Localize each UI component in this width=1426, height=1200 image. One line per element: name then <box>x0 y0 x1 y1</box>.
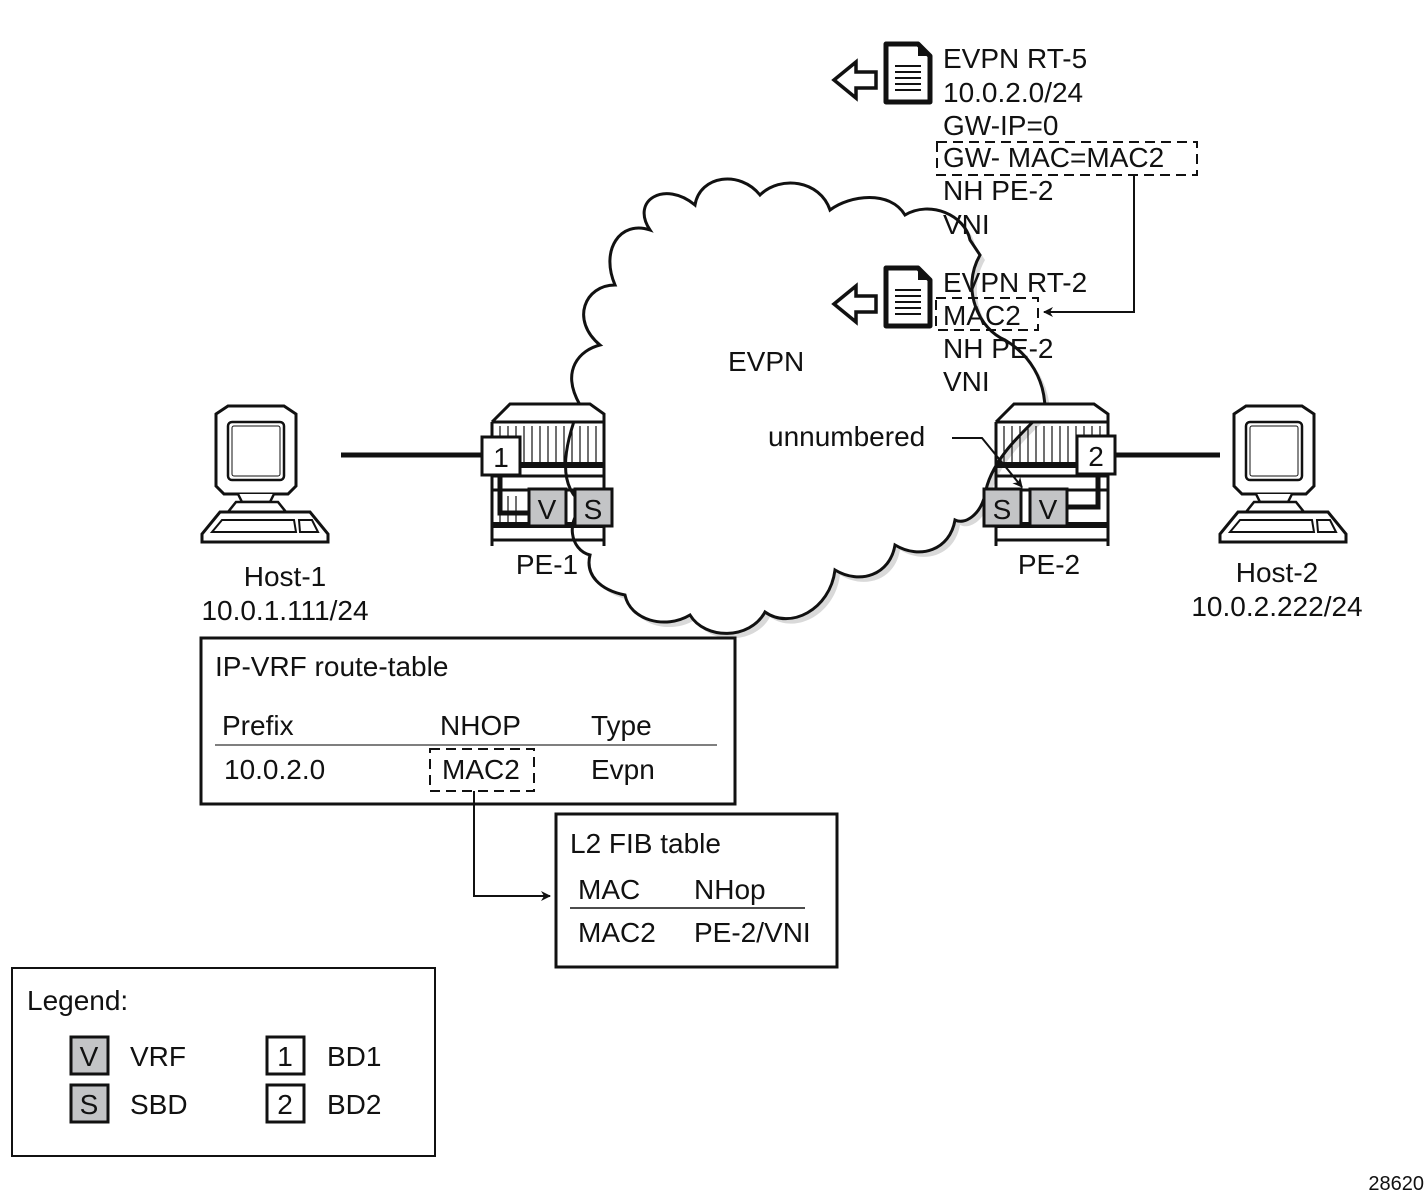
pe2-bd-box: 2 <box>1075 434 1117 476</box>
svg-text:VRF: VRF <box>130 1041 186 1072</box>
table-row: MAC2 PE-2/VNI <box>578 917 811 948</box>
computer-icon <box>1218 404 1348 544</box>
pe1-vrf-box: V <box>527 487 568 528</box>
column-header: Type <box>591 710 652 741</box>
table-row: 10.0.2.0 MAC2 Evpn <box>224 754 655 785</box>
ip-vrf-route-table: IP-VRF route-table Prefix NHOP Type 10.0… <box>199 636 737 806</box>
nhop-lookup-arrow <box>473 791 551 901</box>
legend: Legend: V VRF S SBD 1 BD1 2 BD2 <box>11 967 436 1157</box>
column-header: Prefix <box>222 710 294 741</box>
column-header: NHop <box>694 874 766 905</box>
svg-text:Evpn: Evpn <box>591 754 655 785</box>
legend-item-bd1: 1 BD1 <box>265 1035 381 1076</box>
column-header: NHOP <box>440 710 521 741</box>
rt2-mac: MAC2 <box>943 300 1021 331</box>
svg-text:VNI: VNI <box>943 209 990 240</box>
svg-text:EVPN RT-2: EVPN RT-2 <box>943 267 1087 298</box>
pe1-sbd-box: S <box>573 487 614 528</box>
pe2-internal-link <box>1068 474 1101 510</box>
rt2-route: EVPN RT-2 MAC2 NH PE-2 VNI <box>943 267 1087 397</box>
svg-text:S: S <box>993 494 1012 525</box>
svg-text:PE-2/VNI: PE-2/VNI <box>694 917 811 948</box>
svg-text:2: 2 <box>277 1089 293 1120</box>
svg-text:NH PE-2: NH PE-2 <box>943 333 1053 364</box>
pe2-sbd-box: S <box>982 487 1023 528</box>
unnumbered-label: unnumbered <box>768 421 925 452</box>
svg-text:GW-IP=0: GW-IP=0 <box>943 110 1058 141</box>
svg-text:S: S <box>584 494 603 525</box>
pe1-bd-box: 1 <box>480 435 522 477</box>
svg-text:MAC2: MAC2 <box>442 754 520 785</box>
legend-title: Legend: <box>27 985 128 1016</box>
svg-text:SBD: SBD <box>130 1089 188 1120</box>
figure-id: 28620 <box>1368 1173 1424 1195</box>
host2-ip: 10.0.2.222/24 <box>1191 591 1362 622</box>
rt5-gw-mac: GW- MAC=MAC2 <box>943 142 1164 173</box>
svg-text:10.0.2.0/24: 10.0.2.0/24 <box>943 77 1083 108</box>
svg-text:V: V <box>80 1041 99 1072</box>
host2-name: Host-2 <box>1236 557 1318 588</box>
unnumbered-pointer <box>952 437 1023 488</box>
svg-text:1: 1 <box>493 442 509 473</box>
svg-text:1: 1 <box>277 1041 293 1072</box>
svg-text:MAC2: MAC2 <box>578 917 656 948</box>
svg-text:S: S <box>80 1089 99 1120</box>
svg-text:EVPN RT-5: EVPN RT-5 <box>943 43 1087 74</box>
svg-text:BD2: BD2 <box>327 1089 381 1120</box>
host1-name: Host-1 <box>244 561 326 592</box>
computer-icon <box>200 404 330 544</box>
svg-text:2: 2 <box>1088 441 1104 472</box>
document-icon <box>886 44 930 102</box>
column-header: MAC <box>578 874 640 905</box>
pe2-vrf-box: V <box>1028 487 1069 528</box>
legend-item-sbd: S SBD <box>69 1083 188 1124</box>
legend-item-bd2: 2 BD2 <box>265 1083 381 1124</box>
rt2-mac-highlight <box>935 297 1039 331</box>
rt5-gw-mac-highlight <box>936 141 1198 176</box>
gw-mac-resolution-arrow <box>1043 176 1135 317</box>
nhop-highlight <box>429 748 535 792</box>
table-title: L2 FIB table <box>570 828 721 859</box>
cloud-label: EVPN <box>728 346 804 377</box>
pe1-name: PE-1 <box>516 549 578 580</box>
svg-text:NH PE-2: NH PE-2 <box>943 175 1053 206</box>
table-title: IP-VRF route-table <box>215 651 448 682</box>
svg-text:V: V <box>1039 494 1058 525</box>
l2-fib-table: L2 FIB table MAC NHop MAC2 PE-2/VNI <box>554 812 839 969</box>
rt5-route: EVPN RT-5 10.0.2.0/24 GW-IP=0 GW- MAC=MA… <box>943 43 1164 240</box>
evpn-cloud <box>564 177 1050 639</box>
svg-text:V: V <box>538 494 557 525</box>
svg-text:10.0.2.0: 10.0.2.0 <box>224 754 325 785</box>
svg-text:VNI: VNI <box>943 366 990 397</box>
legend-item-vrf: V VRF <box>69 1035 186 1076</box>
pe2-name: PE-2 <box>1018 549 1080 580</box>
host1-ip: 10.0.1.111/24 <box>201 595 368 626</box>
svg-text:BD1: BD1 <box>327 1041 381 1072</box>
advertise-arrow-icon <box>832 60 878 100</box>
pe1-internal-link <box>497 474 530 516</box>
document-icon <box>886 268 930 326</box>
